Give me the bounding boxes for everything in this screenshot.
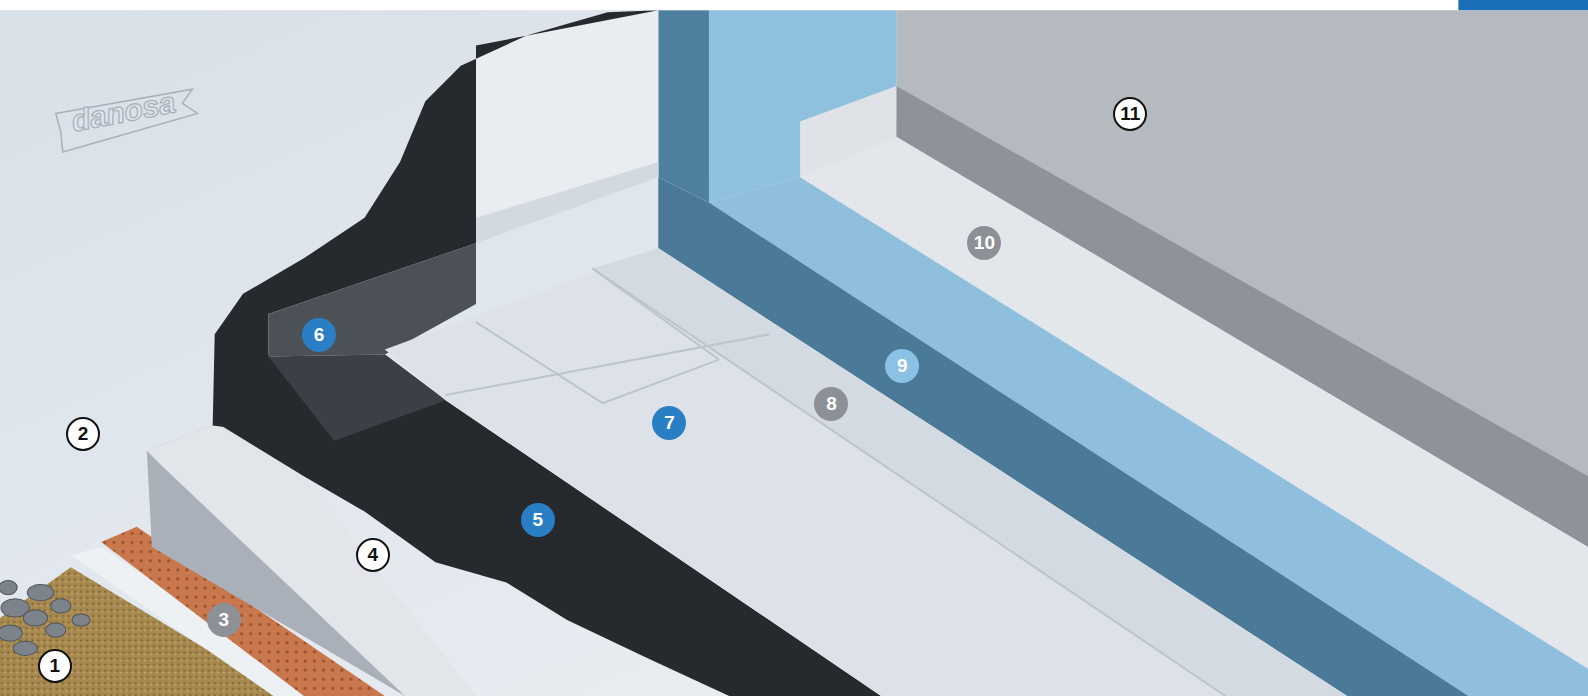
top-tab — [1458, 0, 1588, 10]
callout-number: 11 — [1113, 97, 1147, 131]
watermark: danosa — [69, 85, 179, 138]
panel-skirting — [476, 162, 658, 243]
insulation-side — [658, 10, 709, 202]
top-bar — [0, 0, 1588, 10]
callout-number: 8 — [814, 387, 848, 421]
callout-number: 7 — [652, 406, 686, 440]
callout-number: 1 — [38, 649, 72, 683]
callout-number: 5 — [521, 503, 555, 537]
callout-number: 4 — [356, 538, 390, 572]
membrane — [385, 248, 1347, 696]
callout-number: 9 — [885, 349, 919, 383]
callout-number: 2 — [66, 417, 100, 451]
callout-number: 10 — [967, 226, 1001, 260]
membrane-seams — [446, 268, 1226, 696]
callout-number: 3 — [207, 603, 241, 637]
gravel — [0, 581, 90, 656]
insulation-upstand — [709, 10, 896, 202]
membrane-strip — [592, 248, 1347, 696]
callout-number: 6 — [302, 318, 336, 352]
